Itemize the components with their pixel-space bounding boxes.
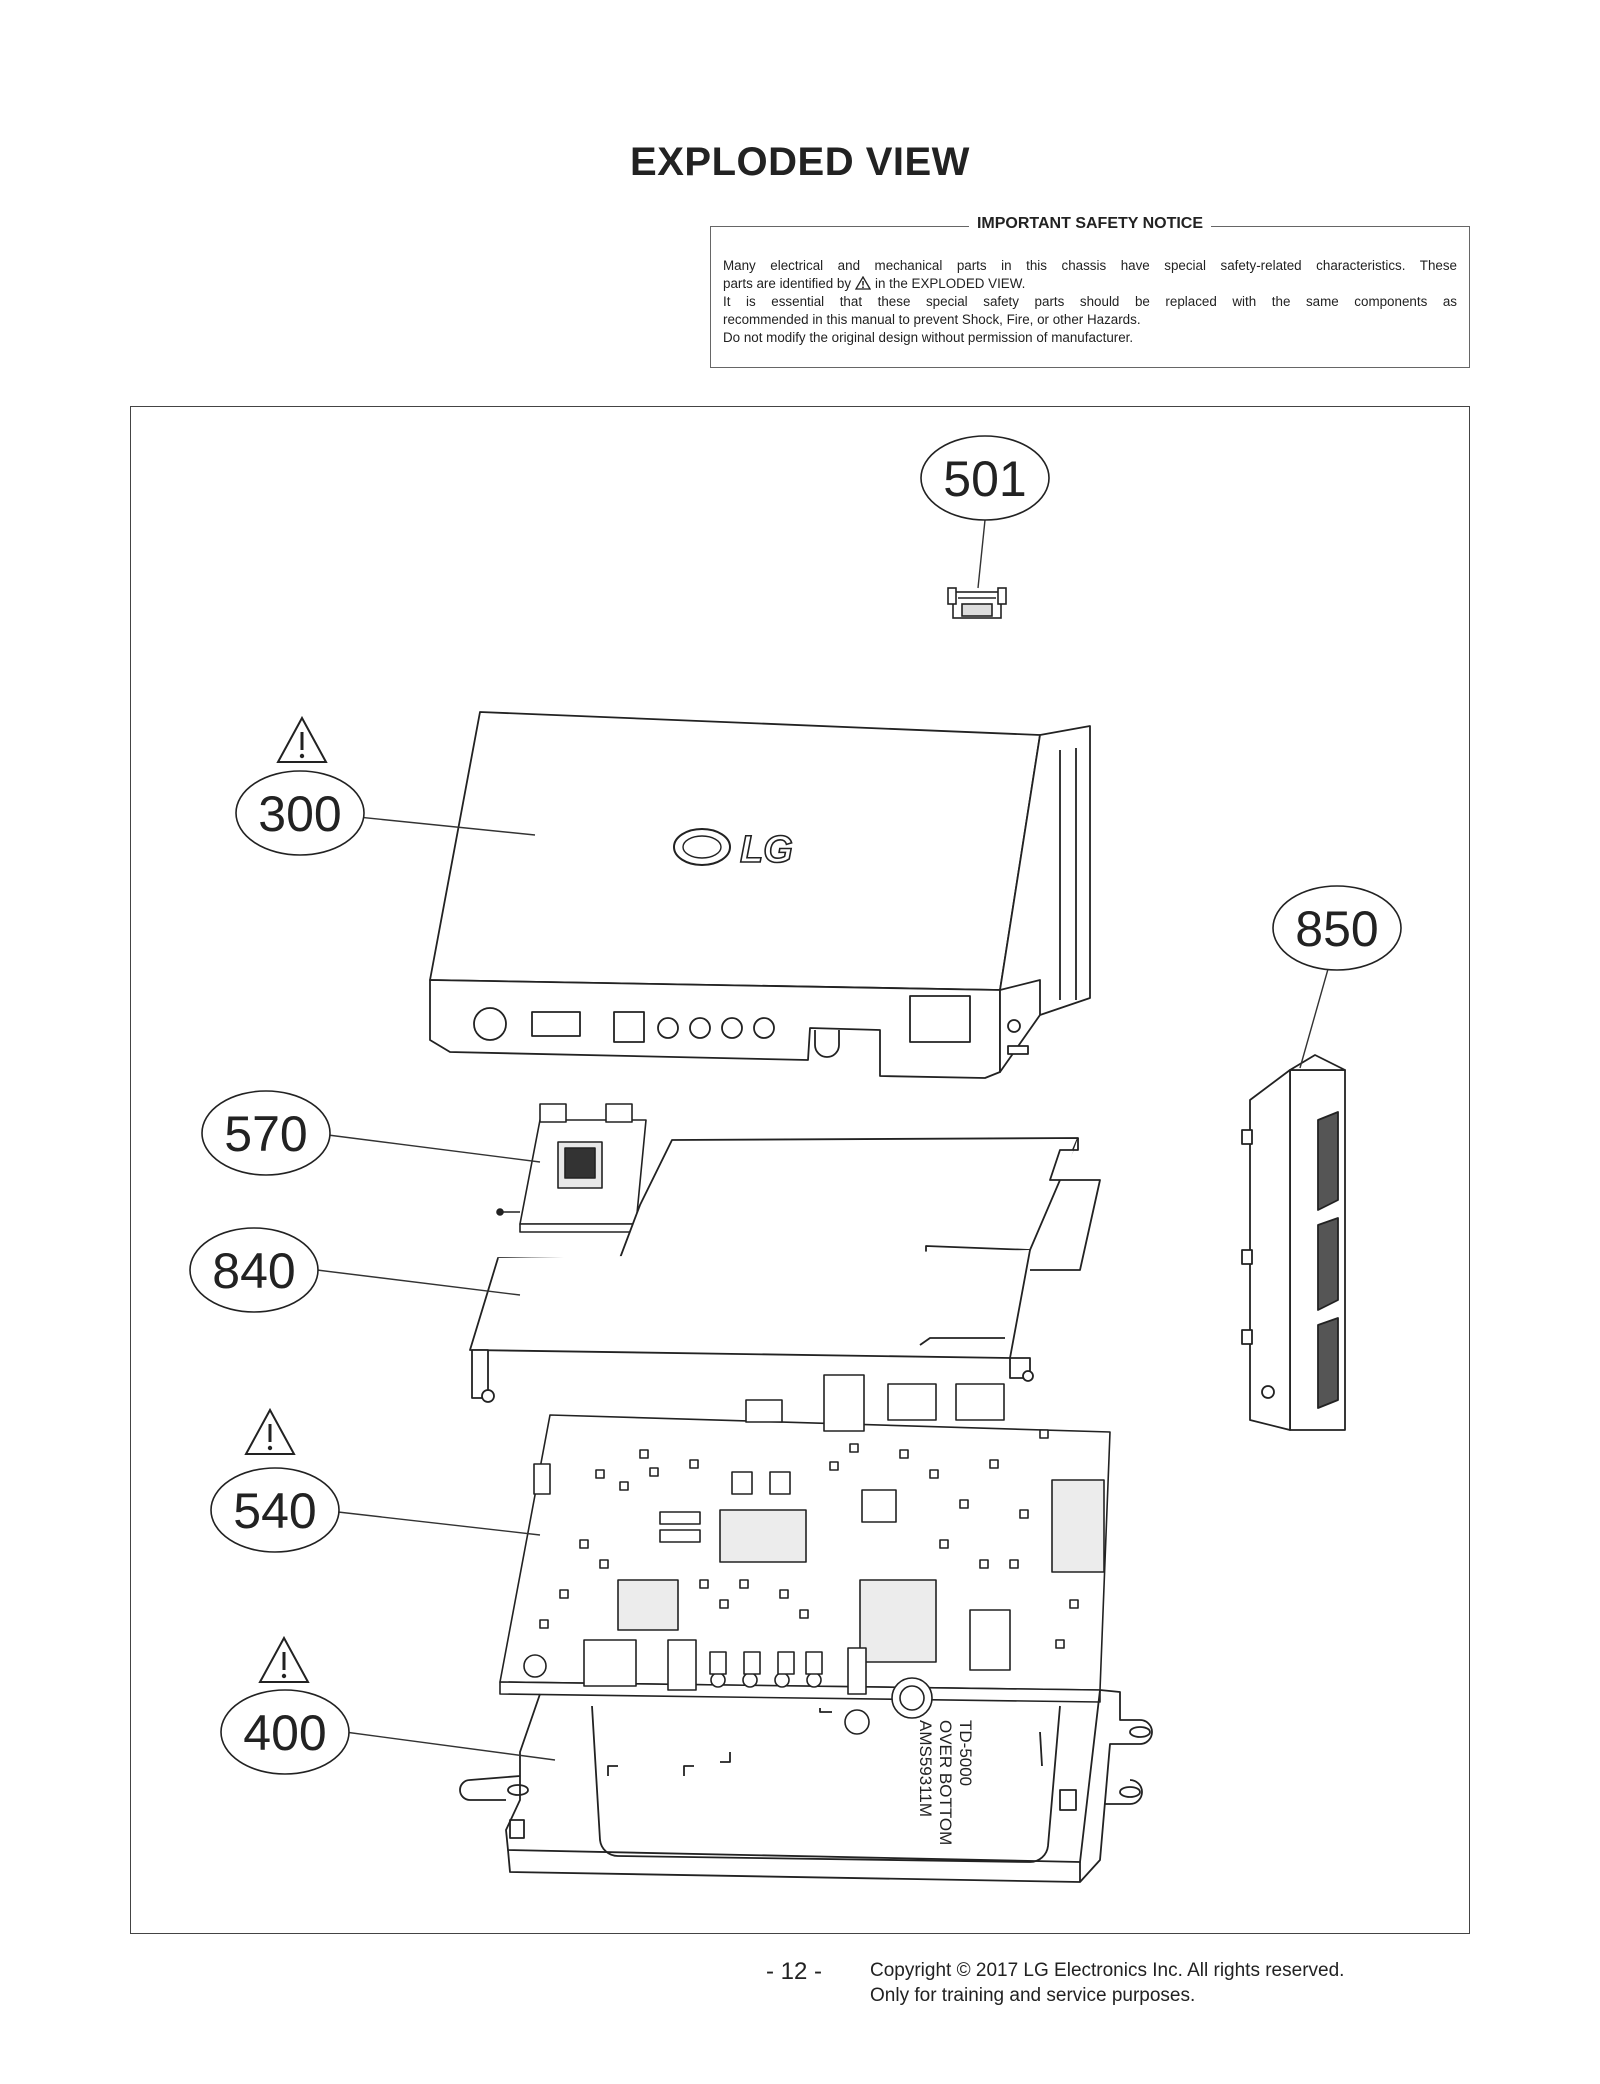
notice-line-1: Many electrical and mechanical parts in … [723,258,1457,273]
warning-triangle-icon [276,716,328,764]
callout-300: 300 [235,770,365,856]
copyright-line-1: Copyright © 2017 LG Electronics Inc. All… [870,1960,1345,1981]
notice-line-2: parts are identified by in the EXPLODED V… [723,275,1457,293]
leader-300 [337,814,536,836]
part-850-side-bracket [1241,1054,1346,1431]
page-title: EXPLODED VIEW [630,140,970,184]
safety-notice-body: Many electrical and mechanical parts in … [723,257,1457,347]
notice-line-2-end: in the EXPLODED VIEW. [875,276,1026,291]
case-logo-text: LG [740,829,793,871]
warning-triangle-icon [244,1408,296,1456]
notice-line-3: It is essential that these special safet… [723,294,1457,309]
part-300-top-case [429,711,1091,1079]
svg-text:570: 570 [224,1106,307,1162]
svg-text:300: 300 [258,786,341,842]
part-540-main-board [499,1374,1111,1735]
part-840-shield-plate [469,1137,1101,1403]
part-501-connector [947,587,1007,619]
leader-400 [344,1731,556,1761]
svg-text:400: 400 [243,1705,326,1761]
leader-540 [337,1511,541,1536]
leader-850 [1299,961,1331,1069]
leader-501 [977,519,986,589]
leader-570 [327,1134,541,1163]
board-marking-2: OVER BOTTOM [936,1720,955,1845]
copyright-line-2: Only for training and service purposes. [870,1985,1196,2006]
safety-notice-box: IMPORTANT SAFETY NOTICE Many electrical … [710,215,1470,368]
callout-840: 840 [189,1227,319,1313]
board-marking-1: TD-5000 [956,1720,975,1786]
safety-notice-heading: IMPORTANT SAFETY NOTICE [968,215,1212,232]
part-570-module [496,1103,647,1233]
leader-840 [316,1269,521,1296]
page-number: - 12 - [766,1958,823,1985]
callout-501: 501 [920,435,1050,521]
part-400-bottom-case [459,1689,1153,1883]
svg-text:850: 850 [1295,901,1378,957]
callout-850: 850 [1272,885,1402,971]
warning-triangle-icon [258,1636,310,1684]
board-markings: TD-5000 OVER BOTTOM AMS59311M [916,1720,975,1845]
callout-540: 540 [210,1467,340,1553]
svg-text:501: 501 [943,451,1026,507]
svg-text:540: 540 [233,1483,316,1539]
notice-line-2-start: parts are identified by [723,276,852,291]
notice-line-5: Do not modify the original design withou… [723,330,1134,345]
svg-text:840: 840 [212,1243,295,1299]
copyright-notice: Copyright © 2017 LG Electronics Inc. All… [870,1958,1344,2008]
warning-triangle-icon [855,276,872,290]
board-marking-3: AMS59311M [916,1720,935,1817]
callout-570: 570 [201,1090,331,1176]
notice-line-4: recommended in this manual to prevent Sh… [723,312,1141,327]
exploded-view-frame [130,406,1470,1934]
callout-400: 400 [220,1689,350,1775]
